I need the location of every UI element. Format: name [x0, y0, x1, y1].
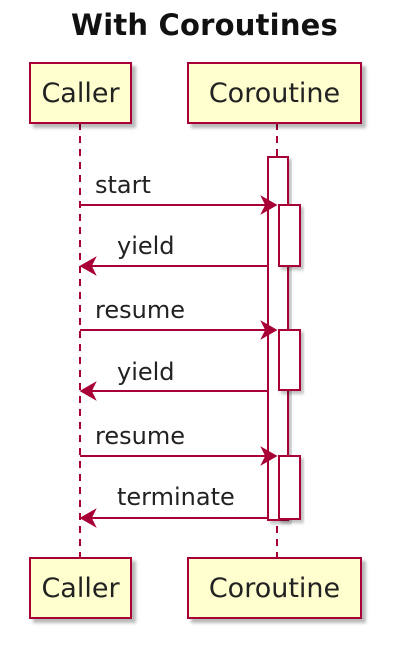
participant-caller-bottom-label: Caller — [41, 572, 120, 604]
message-label-yield-2: yield — [117, 358, 175, 386]
activation-bar-3 — [278, 455, 301, 520]
participant-coroutine-top-label: Coroutine — [208, 77, 341, 109]
participant-coroutine-bottom: Coroutine — [187, 557, 362, 619]
diagram-title: With Coroutines — [71, 8, 338, 42]
message-label-resume-2: resume — [95, 422, 185, 450]
participant-coroutine-bottom-label: Coroutine — [208, 572, 341, 604]
participant-caller-bottom: Caller — [29, 557, 132, 619]
message-label-start: start — [95, 171, 151, 199]
message-arrow-yield-1 — [79, 256, 268, 276]
participant-coroutine-top: Coroutine — [187, 62, 362, 124]
message-arrow-resume-2 — [80, 446, 278, 466]
message-arrow-yield-2 — [79, 381, 268, 401]
participant-caller-top: Caller — [29, 62, 132, 124]
activation-bar-2 — [278, 329, 301, 391]
message-arrow-terminate — [79, 508, 268, 528]
message-arrow-resume-1 — [80, 320, 278, 340]
participant-caller-top-label: Caller — [41, 77, 120, 109]
activation-bar-1 — [278, 204, 301, 267]
message-label-resume-1: resume — [95, 296, 185, 324]
message-label-yield-1: yield — [117, 232, 175, 260]
message-arrow-start — [80, 195, 278, 215]
message-label-terminate: terminate — [117, 483, 235, 511]
